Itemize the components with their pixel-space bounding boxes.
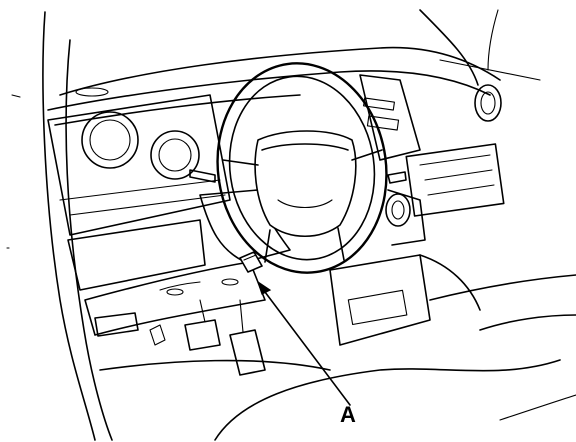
knee-bolster — [84, 261, 266, 336]
left-gauge-outer — [81, 111, 139, 169]
cluster-housing — [47, 94, 231, 236]
right-vent-outer — [474, 84, 502, 122]
wheel-spoke-left — [222, 159, 259, 166]
wiper-stalk — [387, 171, 407, 184]
windshield-edge — [59, 46, 501, 96]
left-gauge-inner — [89, 119, 131, 161]
lower-vent — [94, 312, 139, 337]
lower-left-panel — [67, 219, 206, 291]
floor-line — [99, 359, 331, 371]
accelerator-pedal — [229, 329, 266, 376]
seat-edge — [214, 359, 561, 441]
middle-gauge-inner — [158, 138, 192, 172]
door-edge — [65, 39, 113, 441]
center-panel — [359, 74, 421, 161]
relay-connector — [239, 251, 263, 273]
center-console — [329, 254, 431, 346]
callout-label-a: A — [340, 402, 356, 427]
right-vent-inner — [480, 91, 496, 115]
callout-arrowhead — [256, 280, 272, 295]
defrost-vent — [75, 87, 109, 97]
steering-hub — [254, 130, 357, 237]
glovebox — [405, 143, 505, 217]
ignition-switch — [385, 193, 411, 227]
a-pillar — [42, 11, 96, 441]
dashboard-top — [47, 70, 491, 111]
callout-leader — [261, 287, 351, 406]
steering-wheel-rim — [216, 62, 388, 274]
turn-signal-stalk — [189, 169, 216, 183]
middle-gauge-outer — [150, 130, 200, 180]
wheel-spoke-right — [351, 149, 383, 161]
steering-wheel-inner — [228, 75, 376, 261]
brake-pedal — [184, 319, 221, 351]
